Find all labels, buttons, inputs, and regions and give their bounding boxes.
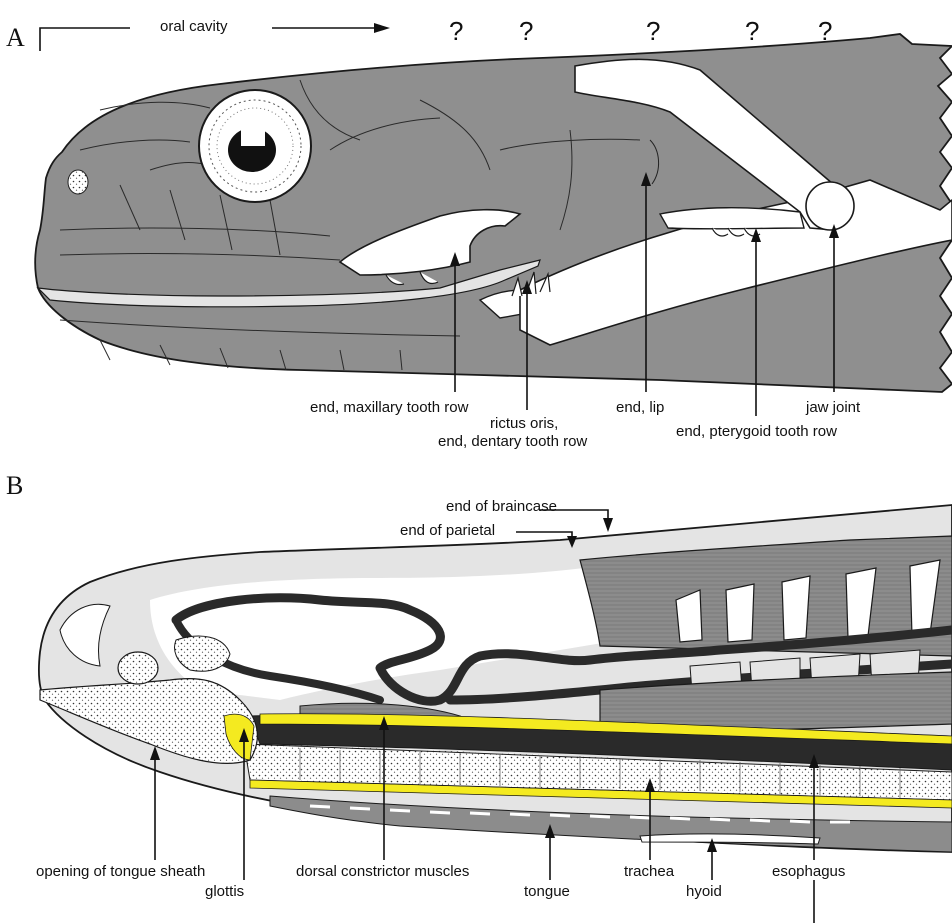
label-end-of-parietal: end of parietal	[400, 522, 495, 539]
panel-a: A oral cavity ? ? ? ? ?	[6, 16, 952, 450]
pterygoid-bone	[660, 208, 804, 229]
panel-b-letter: B	[6, 471, 23, 500]
oral-cavity-arrowhead	[374, 23, 390, 33]
oral-cavity-label: oral cavity	[160, 18, 228, 35]
label-rictus-oris: rictus oris,	[490, 415, 558, 432]
label-esophagus: esophagus	[772, 863, 845, 880]
eye	[199, 90, 311, 202]
question-mark-1: ?	[449, 16, 463, 46]
tongue-sheath-opening	[118, 652, 158, 684]
oral-cavity-bracket	[40, 28, 130, 51]
label-jaw-joint: jaw joint	[805, 399, 861, 416]
question-mark-3: ?	[646, 16, 660, 46]
label-trachea: trachea	[624, 863, 675, 880]
label-maxillary-tooth-row: end, maxillary tooth row	[310, 399, 469, 416]
label-dorsal-constrictor-muscles: dorsal constrictor muscles	[296, 863, 469, 880]
label-dentary-tooth-row: end, dentary tooth row	[438, 433, 587, 450]
label-tongue: tongue	[524, 883, 570, 900]
label-pterygoid-tooth-row: end, pterygoid tooth row	[676, 423, 837, 440]
nostril	[68, 170, 88, 194]
question-mark-2: ?	[519, 16, 533, 46]
panel-a-letter: A	[6, 23, 25, 52]
label-end-of-braincase: end of braincase	[446, 498, 557, 515]
label-opening-of-tongue-sheath: opening of tongue sheath	[36, 863, 205, 880]
panel-b: B	[6, 471, 952, 923]
jaw-joint-bone	[806, 182, 854, 230]
label-glottis: glottis	[205, 883, 244, 900]
question-mark-4: ?	[745, 16, 759, 46]
label-hyoid: hyoid	[686, 883, 722, 900]
label-end-lip: end, lip	[616, 399, 664, 416]
